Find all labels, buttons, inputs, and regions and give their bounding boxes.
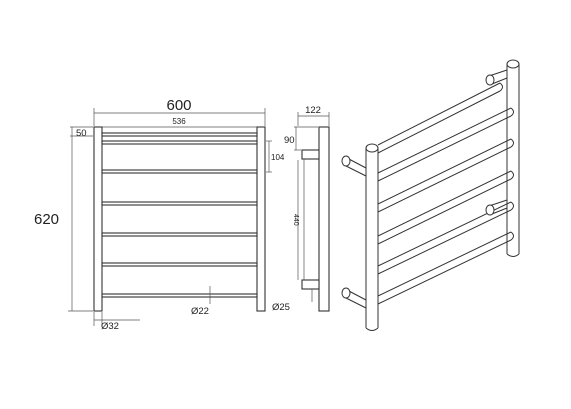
dim-top-offset: 50 [70,126,93,139]
dim-overall-width: 600 [93,97,266,126]
inner-width-label: 536 [172,117,186,126]
rail-2 [101,140,258,145]
left-post [93,126,103,312]
bar-diameter-label: Ø22 [191,306,209,317]
rail-1 [101,132,258,137]
rail-4 [101,201,258,206]
rail-6 [101,262,258,267]
rail-spacing-label: 104 [271,153,285,162]
overall-width-label: 600 [166,97,191,114]
bracket-offset-label: 90 [284,135,295,146]
overall-height-label: 620 [34,211,59,228]
iso-rail-4 [377,170,514,245]
iso-rails [377,82,514,305]
dim-bracket-diameter: Ø25 [272,289,313,313]
side-post [318,126,330,312]
dim-post-diameter: Ø32 [93,312,140,332]
dim-bar-diameter: Ø22 [191,286,211,317]
isometric-view [341,59,520,331]
dim-rail-spacing: 104 [266,140,285,173]
mount-height-label: 440 [292,214,299,226]
rail-7 [101,293,258,298]
front-view: 600 536 50 620 104 Ø22 [34,97,285,332]
bracket-diameter-label: Ø25 [272,302,290,313]
dim-overall-height: 620 [34,127,93,312]
rails [101,132,258,298]
iso-rail-2 [377,107,514,182]
side-view: 122 90 440 Ø25 [272,105,330,313]
iso-rail-3 [377,138,514,213]
dim-depth: 122 [297,105,330,126]
iso-right-post [506,59,520,257]
bottom-bracket [301,279,320,290]
rail-3 [101,169,258,174]
iso-rail-6 [377,231,514,305]
rail-5 [101,232,258,237]
post-diameter-label: Ø32 [101,321,119,332]
dim-inner-width: 536 [102,117,257,128]
iso-right-brackets [485,69,508,216]
dim-mount-height: 440 [292,160,299,280]
top-offset-label: 50 [76,128,87,139]
iso-left-brackets [341,155,367,309]
iso-rail-1 [377,82,503,154]
top-bracket [301,149,320,160]
iso-left-post [365,143,379,331]
right-post [256,126,266,312]
dim-bracket-offset: 90 [284,126,318,151]
depth-label: 122 [305,105,321,116]
